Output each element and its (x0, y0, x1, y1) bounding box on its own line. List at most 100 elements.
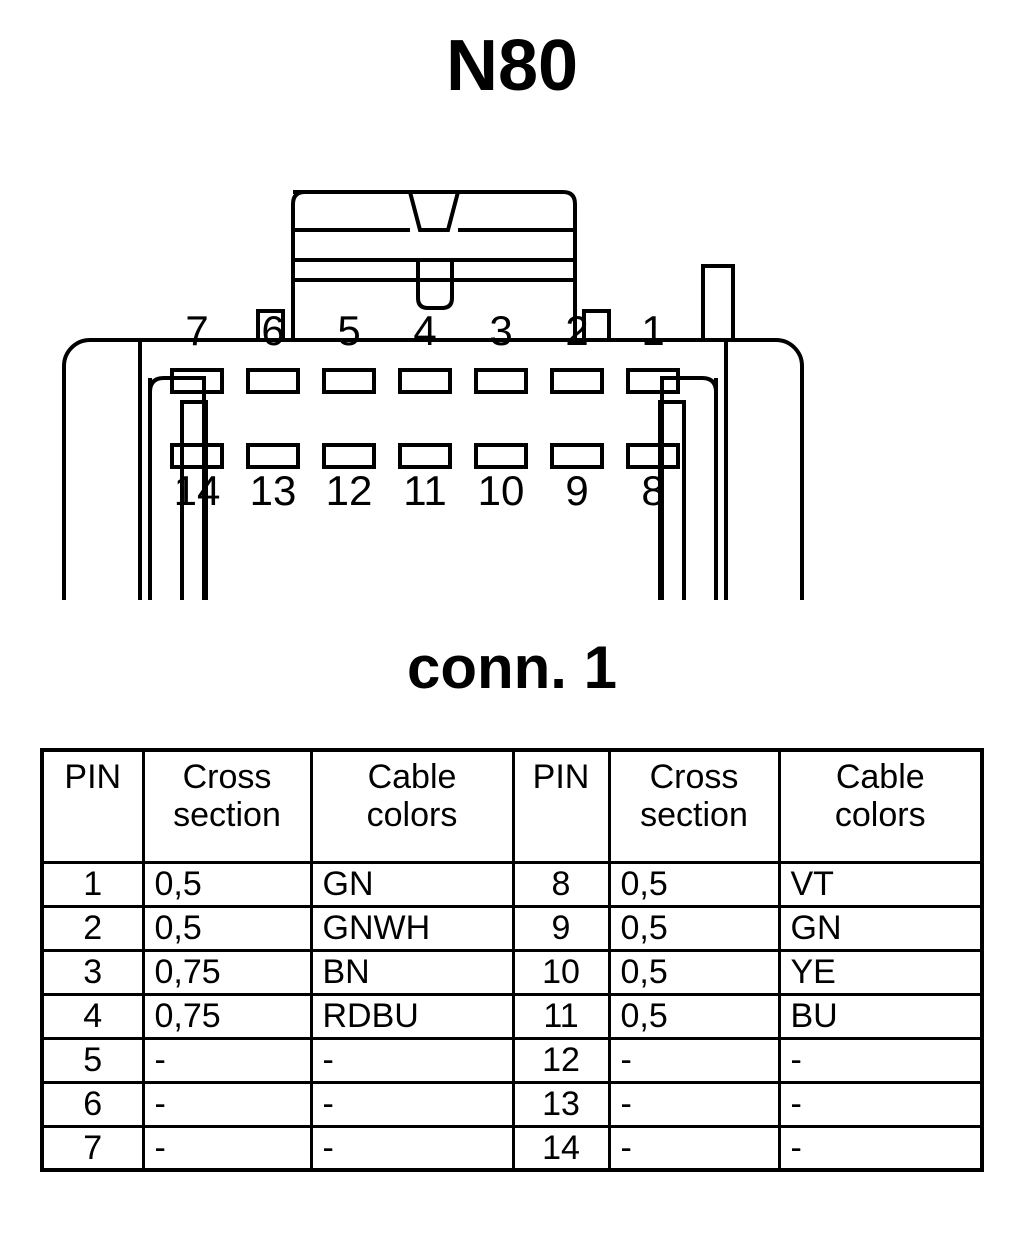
cell-cross-left: 0,75 (141, 948, 313, 996)
table-row: 5 - - 12 - - (40, 1036, 984, 1084)
cell-color-left: GNWH (309, 904, 515, 952)
cell-color-left: BN (309, 948, 515, 996)
pin-label-13: 13 (250, 467, 297, 514)
cell-color-right: BU (777, 992, 984, 1040)
table-row: 2 0,5 GNWH 9 0,5 GN (40, 904, 984, 952)
cell-pin-left: 5 (40, 1036, 145, 1084)
cell-color-left: - (309, 1080, 515, 1128)
header-line1: Cross (649, 758, 739, 796)
cell-pin-left: 1 (40, 860, 145, 908)
pin-slot-13 (246, 443, 300, 469)
cell-color-right: YE (777, 948, 984, 996)
cell-color-left: - (309, 1036, 515, 1084)
connector-number-label: conn. 1 (406, 634, 618, 701)
page-title: N80 (445, 26, 579, 106)
pin-label-3: 3 (489, 307, 512, 354)
latch-tab (416, 260, 454, 310)
pin-slot-1 (626, 368, 680, 394)
connector-diagram: 7 6 5 4 3 2 1 14 13 12 11 10 9 8 (50, 180, 830, 600)
cell-pin-right: 14 (511, 1124, 611, 1172)
pin-slot-3 (474, 368, 528, 394)
cell-color-right: GN (777, 904, 984, 952)
pin-label-2: 2 (565, 307, 588, 354)
pin-slot-7 (170, 368, 224, 394)
cell-cross-left: - (141, 1080, 313, 1128)
cell-pin-left: 4 (40, 992, 145, 1040)
cell-pin-right: 13 (511, 1080, 611, 1128)
header-cable-colors-left: Cable colors (309, 748, 515, 864)
right-latch-inner (658, 400, 686, 600)
pin-label-1: 1 (641, 307, 664, 354)
housing-tab-left (256, 309, 285, 340)
table-row: 3 0,75 BN 10 0,5 YE (40, 948, 984, 996)
pin-slot-4 (398, 368, 452, 394)
header-cable-colors-right: Cable colors (777, 748, 984, 864)
pin-slot-9 (550, 443, 604, 469)
cell-cross-left: 0,5 (141, 860, 313, 908)
pin-slot-14 (170, 443, 224, 469)
cell-color-left: GN (309, 860, 515, 908)
cell-color-right: - (777, 1124, 984, 1172)
cell-pin-right: 11 (511, 992, 611, 1040)
pin-slot-12 (322, 443, 376, 469)
cell-color-right: VT (777, 860, 984, 908)
cell-cross-right: 0,5 (607, 904, 781, 952)
header-cross-section-left: Cross section (141, 748, 313, 864)
header-line1: Cross (182, 758, 272, 796)
header-line1: Cable (835, 758, 925, 796)
header-pin-right: PIN (511, 748, 611, 864)
cell-color-right: - (777, 1036, 984, 1084)
cell-pin-left: 7 (40, 1124, 145, 1172)
cell-color-left: RDBU (309, 992, 515, 1040)
latch-notch (408, 191, 460, 232)
header-line1: Cable (367, 758, 457, 796)
cell-cross-left: 0,5 (141, 904, 313, 952)
pin-slot-5 (322, 368, 376, 394)
right-latch-outer (660, 376, 718, 600)
pin-slot-8 (626, 443, 680, 469)
pin-slot-10 (474, 443, 528, 469)
header-line2: colors (366, 796, 458, 835)
cell-cross-right: - (607, 1080, 781, 1128)
cell-color-right: - (777, 1080, 984, 1128)
pin-label-9: 9 (565, 467, 588, 514)
table-row: 1 0,5 GN 8 0,5 VT (40, 860, 984, 908)
pin-label-8: 8 (641, 467, 664, 514)
pin-slot-11 (398, 443, 452, 469)
table-row: 6 - - 13 - - (40, 1080, 984, 1128)
pin-label-10: 10 (478, 467, 525, 514)
pin-assignment-table: PIN Cross section Cable colors PIN Cross… (40, 748, 984, 1172)
header-pin-left: PIN (40, 748, 145, 864)
table-row: 4 0,75 RDBU 11 0,5 BU (40, 992, 984, 1040)
pin-slot-2 (550, 368, 604, 394)
cell-cross-right: - (607, 1036, 781, 1084)
cell-pin-right: 9 (511, 904, 611, 952)
cell-pin-left: 3 (40, 948, 145, 996)
header-line1: PIN (64, 758, 122, 796)
pin-label-11: 11 (403, 467, 447, 514)
latch-top-outline (291, 190, 577, 282)
left-latch-inner (180, 400, 208, 600)
cell-color-left: - (309, 1124, 515, 1172)
header-line1: PIN (532, 758, 590, 796)
cell-cross-left: 0,75 (141, 992, 313, 1040)
cell-pin-right: 8 (511, 860, 611, 908)
table-row: 7 - - 14 - - (40, 1124, 984, 1172)
table-body: 1 0,5 GN 8 0,5 VT 2 0,5 GNWH 9 0,5 GN 3 … (40, 860, 984, 1172)
pin-label-5: 5 (337, 307, 360, 354)
pin-label-4: 4 (413, 307, 436, 354)
pin-label-6: 6 (261, 307, 284, 354)
cell-cross-left: - (141, 1036, 313, 1084)
pin-label-12: 12 (326, 467, 373, 514)
cell-cross-right: 0,5 (607, 992, 781, 1040)
housing-tab-far-right (701, 264, 735, 340)
pin-table-container: PIN Cross section Cable colors PIN Cross… (40, 748, 984, 1172)
cell-cross-left: - (141, 1124, 313, 1172)
header-line2: colors (834, 796, 926, 835)
table-header-row: PIN Cross section Cable colors PIN Cross… (40, 748, 984, 864)
cell-pin-left: 6 (40, 1080, 145, 1128)
pin-label-7: 7 (185, 307, 208, 354)
cell-cross-right: - (607, 1124, 781, 1172)
header-line2: section (173, 796, 281, 835)
header-line2: section (640, 796, 748, 835)
